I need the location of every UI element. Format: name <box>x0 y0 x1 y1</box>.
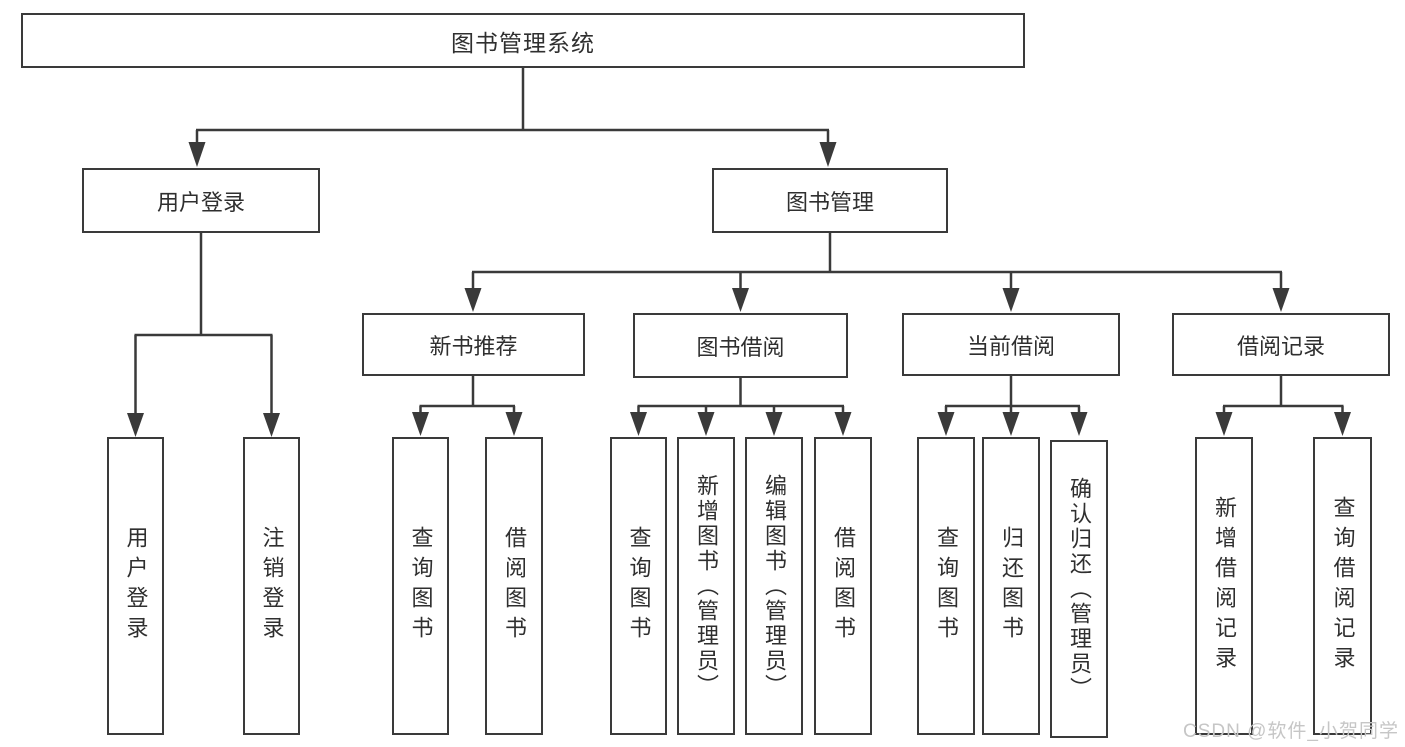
leaf-logout: 注销登录 <box>243 437 300 735</box>
watermark: CSDN @软件_小贺同学 <box>1183 721 1399 742</box>
leaf-query-books-recommend: 查询图书 <box>392 437 449 735</box>
leaf-add-borrow-record: 新增借阅记录 <box>1195 437 1253 735</box>
leaf-user-login: 用户登录 <box>107 437 164 735</box>
leaf-query-books: 查询图书 <box>610 437 667 735</box>
arrowhead-icons <box>127 142 1351 437</box>
node-borrow-records: 借阅记录 <box>1172 313 1390 376</box>
leaf-borrow-book: 借阅图书 <box>814 437 872 735</box>
leaf-query-books-current: 查询图书 <box>917 437 975 735</box>
node-book-borrow: 图书借阅 <box>633 313 848 378</box>
leaf-borrow-books-recommend: 借阅图书 <box>485 437 543 735</box>
node-book-management: 图书管理 <box>712 168 948 233</box>
leaf-edit-book-admin: 编辑图书（管理员） <box>745 437 803 735</box>
leaf-query-borrow-record: 查询借阅记录 <box>1313 437 1372 735</box>
node-new-book-recommend: 新书推荐 <box>362 313 585 376</box>
leaf-add-book-admin: 新增图书（管理员） <box>677 437 735 735</box>
node-user-login: 用户登录 <box>82 168 320 233</box>
leaf-confirm-return-admin: 确认归还（管理员） <box>1050 440 1108 738</box>
node-current-borrow: 当前借阅 <box>902 313 1120 376</box>
node-root: 图书管理系统 <box>21 13 1025 68</box>
leaf-return-book: 归还图书 <box>982 437 1040 735</box>
